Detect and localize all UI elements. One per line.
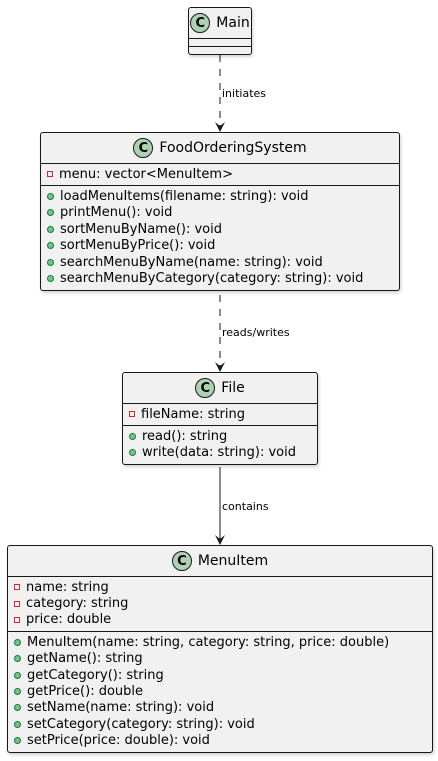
method-row: setName(name: string): void <box>8 700 432 716</box>
public-visibility-icon <box>129 449 136 457</box>
attribute-text: menu: vector<MenuItem> <box>59 166 233 182</box>
method-text: getPrice(): double <box>27 684 144 700</box>
class-header: C Main <box>189 8 251 38</box>
method-row: getPrice(): double <box>8 683 432 699</box>
private-visibility-icon <box>14 600 20 607</box>
class-name: MenuItem <box>197 553 269 569</box>
method-text: searchMenuByName(name: string): void <box>60 254 323 270</box>
public-visibility-icon <box>129 433 136 441</box>
class-name: Main <box>216 15 250 31</box>
method-text: write(data: string): void <box>142 445 296 461</box>
public-visibility-icon <box>14 704 21 712</box>
attribute-text: price: double <box>26 612 112 628</box>
attribute-text: name: string <box>26 579 109 595</box>
method-row: setPrice(price: double): void <box>8 733 432 749</box>
method-row: sortMenuByPrice(): void <box>41 238 399 254</box>
public-visibility-icon <box>14 737 21 745</box>
private-visibility-icon <box>14 584 20 591</box>
public-visibility-icon <box>47 225 54 233</box>
attribute-row: menu: vector<MenuItem> <box>41 166 399 182</box>
private-visibility-icon <box>129 411 135 418</box>
private-visibility-icon <box>47 171 53 178</box>
class-name: File <box>221 380 245 396</box>
method-text: sortMenuByName(): void <box>60 221 222 237</box>
method-text: setCategory(category: string): void <box>27 716 255 732</box>
class-file[interactable]: C File fileName: string read(): string w… <box>122 372 318 466</box>
attributes-compartment: fileName: string <box>123 403 317 425</box>
method-text: loadMenuItems(filename: string): void <box>60 189 309 205</box>
method-row: read(): string <box>123 428 317 444</box>
class-badge-icon: C <box>195 378 216 398</box>
public-visibility-icon <box>47 258 54 266</box>
method-text: sortMenuByPrice(): void <box>60 238 216 254</box>
public-visibility-icon <box>47 275 54 283</box>
class-food-ordering-system[interactable]: C FoodOrderingSystem menu: vector<MenuIt… <box>40 132 400 291</box>
public-visibility-icon <box>14 655 21 663</box>
attributes-compartment <box>189 38 251 46</box>
relation-label-contains: contains <box>222 500 269 513</box>
method-row: searchMenuByName(name: string): void <box>41 254 399 270</box>
attribute-text: fileName: string <box>141 406 245 422</box>
method-row: MenuItem(name: string, category: string,… <box>8 634 432 650</box>
public-visibility-icon <box>14 638 21 646</box>
public-visibility-icon <box>14 688 21 696</box>
class-badge-icon: C <box>171 551 192 571</box>
method-text: getName(): string <box>27 651 143 667</box>
methods-compartment <box>189 46 251 54</box>
methods-compartment: MenuItem(name: string, category: string,… <box>8 631 432 752</box>
method-row: setCategory(category: string): void <box>8 716 432 732</box>
method-text: printMenu(): void <box>60 205 173 221</box>
class-badge-icon: C <box>190 13 211 33</box>
class-header: C MenuItem <box>8 546 432 576</box>
class-menu-item[interactable]: C MenuItem name: string category: string… <box>7 545 433 753</box>
method-text: getCategory(): string <box>27 667 164 683</box>
method-text: MenuItem(name: string, category: string,… <box>27 634 390 650</box>
method-row: sortMenuByName(): void <box>41 221 399 237</box>
class-name: FoodOrderingSystem <box>159 140 307 156</box>
attribute-row: category: string <box>8 595 432 611</box>
attributes-compartment: menu: vector<MenuItem> <box>41 163 399 185</box>
class-badge-icon: C <box>133 138 154 158</box>
attribute-row: fileName: string <box>123 406 317 422</box>
attribute-row: price: double <box>8 612 432 628</box>
method-row: getCategory(): string <box>8 667 432 683</box>
method-row: getName(): string <box>8 651 432 667</box>
public-visibility-icon <box>47 242 54 250</box>
method-row: printMenu(): void <box>41 205 399 221</box>
attributes-compartment: name: string category: string price: dou… <box>8 576 432 631</box>
class-header: C FoodOrderingSystem <box>41 133 399 163</box>
method-text: setPrice(price: double): void <box>27 733 210 749</box>
class-header: C File <box>123 373 317 403</box>
method-text: searchMenuByCategory(category: string): … <box>60 271 364 287</box>
methods-compartment: read(): string write(data: string): void <box>123 425 317 464</box>
methods-compartment: loadMenuItems(filename: string): void pr… <box>41 185 399 289</box>
public-visibility-icon <box>14 671 21 679</box>
public-visibility-icon <box>47 209 54 217</box>
private-visibility-icon <box>14 616 20 623</box>
method-row: write(data: string): void <box>123 445 317 461</box>
attribute-text: category: string <box>26 596 129 612</box>
relation-label-reads-writes: reads/writes <box>222 326 290 339</box>
method-row: loadMenuItems(filename: string): void <box>41 188 399 204</box>
relation-label-initiates: initiates <box>222 87 267 100</box>
method-text: setName(name: string): void <box>27 700 215 716</box>
method-text: read(): string <box>142 429 228 445</box>
public-visibility-icon <box>14 720 21 728</box>
public-visibility-icon <box>47 193 54 201</box>
attribute-row: name: string <box>8 579 432 595</box>
method-row: searchMenuByCategory(category: string): … <box>41 270 399 286</box>
class-main[interactable]: C Main <box>188 7 252 55</box>
